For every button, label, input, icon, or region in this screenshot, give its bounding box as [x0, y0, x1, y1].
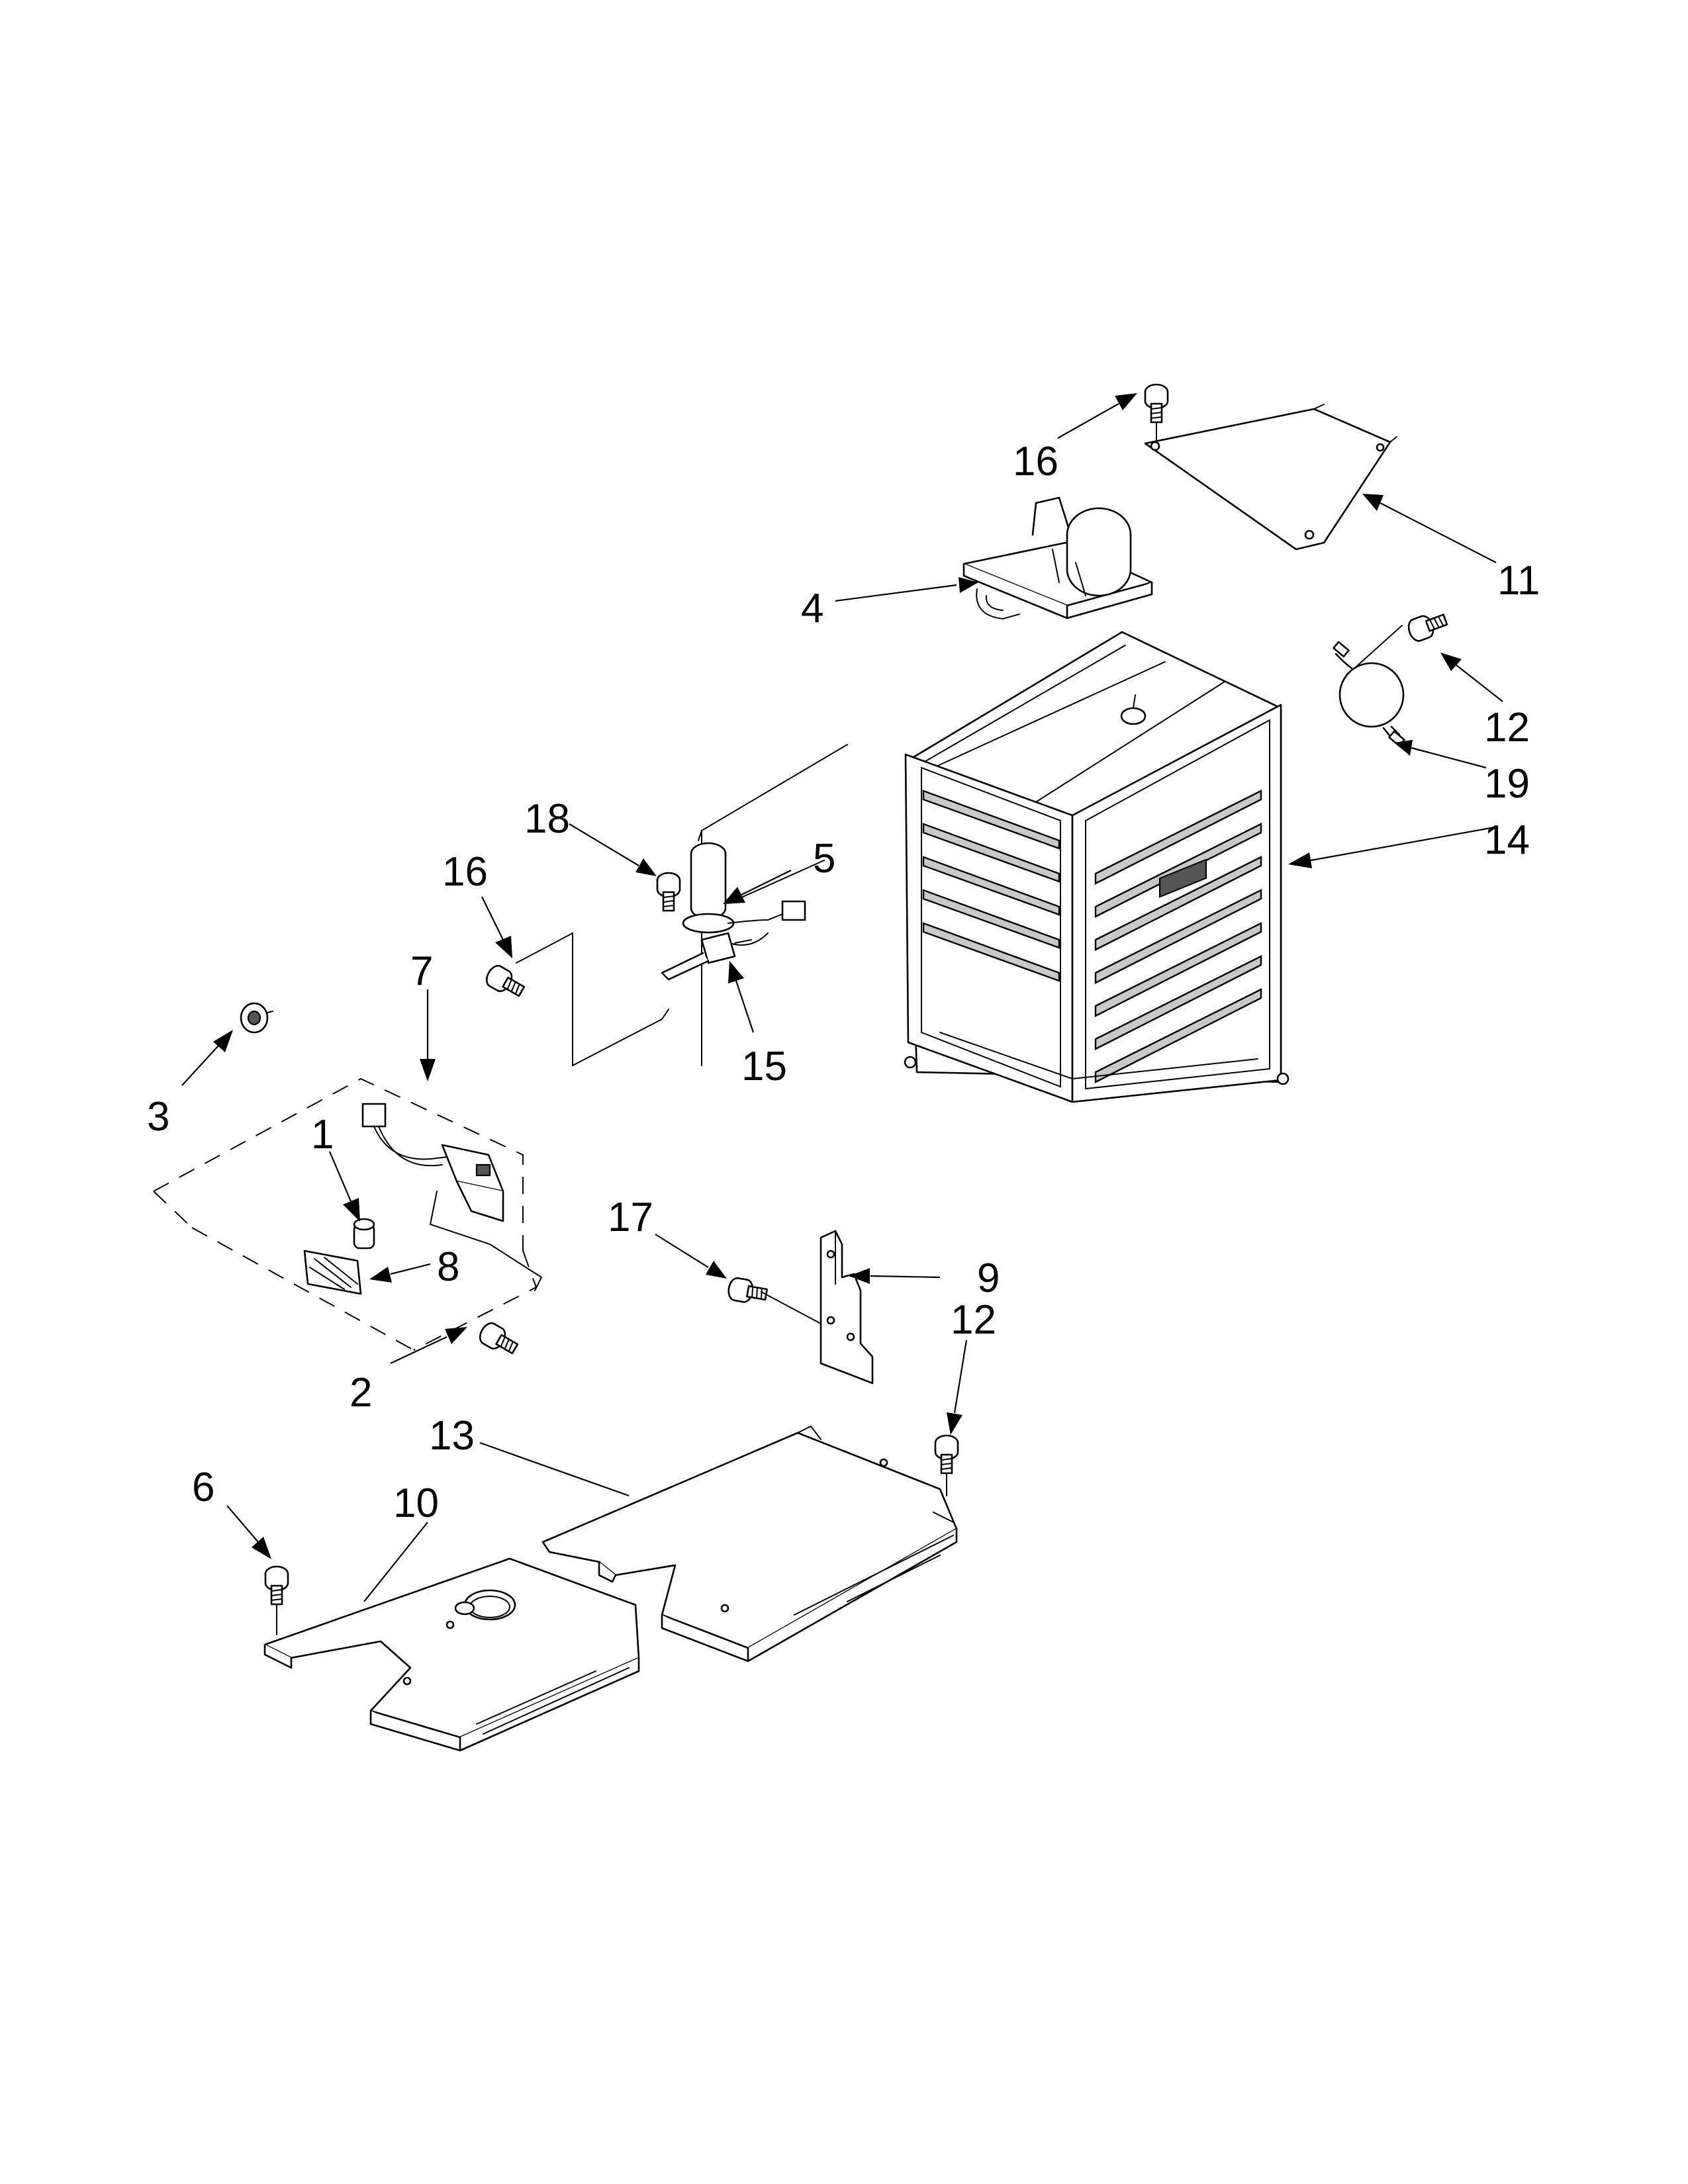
callout-12-top: 12: [1484, 705, 1530, 751]
part-16-screw-mid: [482, 932, 669, 1067]
callout-5: 5: [813, 836, 835, 882]
callout-6: 6: [192, 1465, 214, 1510]
callout-13: 13: [429, 1413, 475, 1459]
part-9-bracket: [820, 1230, 874, 1385]
part-6-screw: [264, 1565, 289, 1635]
part-12-screw-bottom: [934, 1434, 959, 1496]
part-4-bracket-assembly: [962, 496, 1153, 620]
part-18-screw: [656, 872, 681, 912]
callout-9: 9: [977, 1255, 1000, 1301]
part-14-oven-cavity: [701, 631, 1289, 1103]
part-11-cover-plate: [1144, 404, 1397, 551]
callout-8: 8: [437, 1244, 459, 1290]
callout-17: 17: [608, 1195, 653, 1240]
part-7-light-socket: [361, 1103, 543, 1291]
callout-12-bottom: 12: [951, 1297, 996, 1343]
part-16-screw-top: [1144, 383, 1169, 443]
callout-11: 11: [1497, 558, 1540, 604]
cavity-rack-slots-left: [922, 790, 1060, 982]
callout-18: 18: [524, 796, 570, 842]
callout-4: 4: [801, 586, 823, 631]
part-2-screw: [475, 1319, 522, 1360]
callout-1: 1: [311, 1112, 334, 1158]
part-13-bottom-panel: [541, 1425, 958, 1662]
part-17-screw: [726, 1276, 821, 1324]
part-10-bottom-panel: [263, 1557, 640, 1752]
callout-19: 19: [1484, 761, 1530, 807]
part-12-screw-thermostat: [1405, 608, 1450, 645]
part-19-thermostat: [1333, 625, 1405, 747]
callout-7: 7: [410, 948, 433, 994]
callout-2: 2: [350, 1370, 372, 1416]
callout-14: 14: [1484, 817, 1530, 863]
callout-10: 10: [393, 1480, 439, 1526]
callout-15: 15: [741, 1044, 787, 1089]
cavity-rack-slots-right: [1094, 790, 1262, 1083]
part-8-lens: [303, 1250, 362, 1295]
part-15-igniter-bracket: [661, 932, 752, 981]
part-3-knob: [240, 1002, 273, 1034]
callout-3: 3: [147, 1094, 169, 1140]
part-7-light-housing-outline: [153, 1077, 538, 1351]
callout-16-top: 16: [1013, 439, 1058, 484]
leader-lines: [181, 393, 1503, 1602]
callout-labels: 16 11 4 12 19 14 18 5 16 15 7 3 1 8 2 17…: [147, 439, 1540, 1526]
part-1-light-bulb: [353, 1218, 375, 1250]
callout-16-mid: 16: [442, 849, 488, 895]
part-5-igniter: [682, 842, 806, 946]
